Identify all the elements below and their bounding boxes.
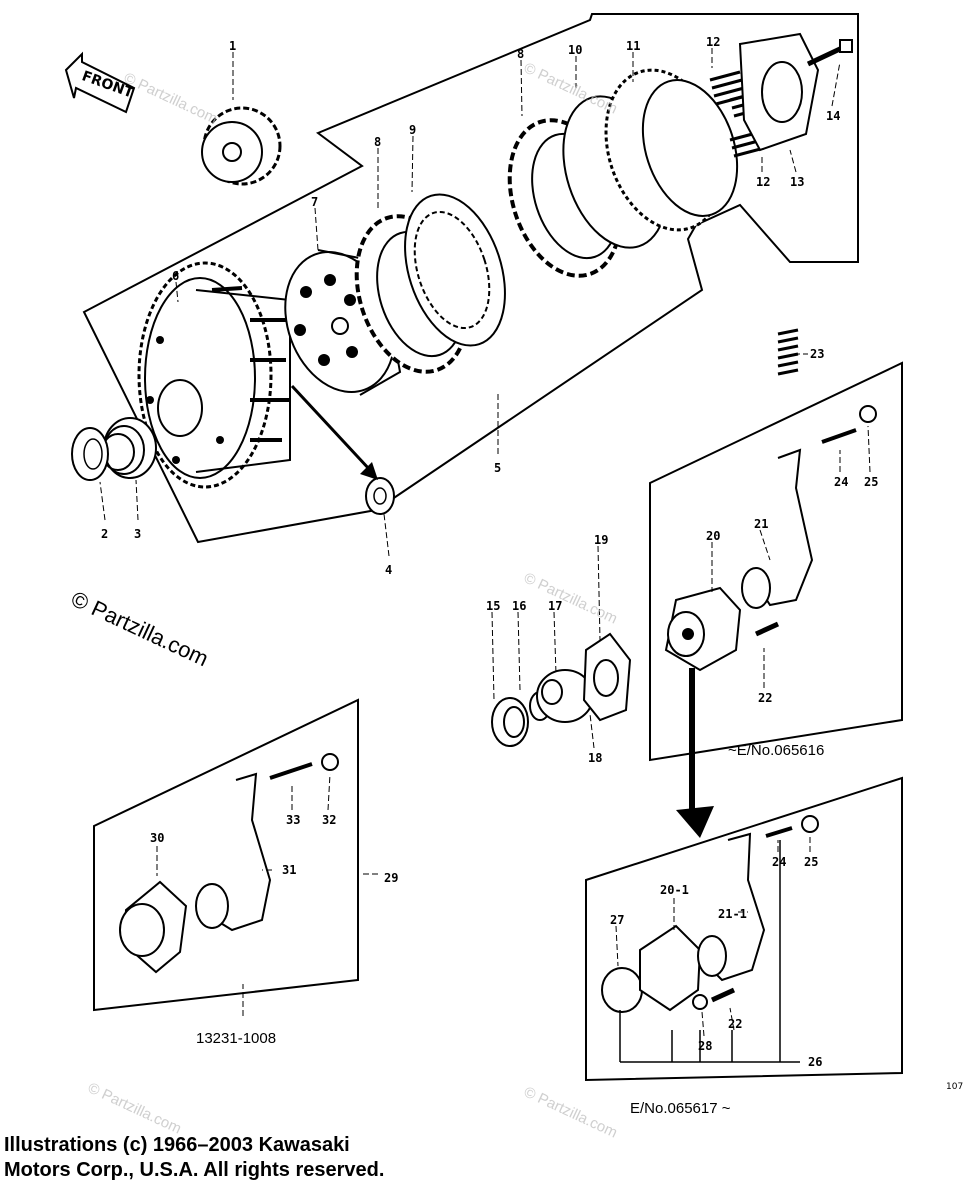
part-number: 17 <box>548 599 562 613</box>
lower-panel-outline <box>585 776 903 1082</box>
copyright-notice: Illustrations (c) 1966–2003 Kawasaki Mot… <box>4 1133 384 1183</box>
part-number: 26 <box>808 1055 822 1069</box>
part-number: 8 <box>374 135 381 149</box>
part-number: 6 <box>172 269 179 283</box>
part-number: 22 <box>758 691 772 705</box>
part-number: 24 <box>834 475 848 489</box>
spring-plate-13-icon <box>738 32 820 152</box>
release-cam-20-1-icon <box>639 924 702 1012</box>
screw-22-icon <box>754 621 780 637</box>
nut-32-icon <box>321 753 339 771</box>
bracket-26-line <box>619 840 800 1063</box>
part-number: 19 <box>594 533 608 547</box>
part-number: 3 <box>134 527 141 541</box>
part-number: 13 <box>790 175 804 189</box>
part-number: 2 <box>101 527 108 541</box>
part-number: 25 <box>864 475 878 489</box>
down-arrowhead <box>676 806 714 838</box>
nut-25-icon <box>859 405 877 423</box>
steel-plate-9-icon <box>404 193 506 347</box>
washer-2-icon <box>71 427 109 481</box>
spring-3-icon <box>101 417 157 479</box>
part-number: 20 <box>706 529 720 543</box>
part-number: 32 <box>322 813 336 827</box>
bolt-14-icon <box>806 39 853 67</box>
release-lever-31-icon <box>195 772 272 932</box>
pointer-arrow-4 <box>290 384 372 472</box>
part-number: 21-1 <box>718 907 747 921</box>
leader-lines <box>99 48 871 1037</box>
part-number: 29 <box>384 871 398 885</box>
part-number: 8 <box>517 47 524 61</box>
part-number: 16 <box>512 599 526 613</box>
pressure-plate-11-icon <box>604 68 739 232</box>
part-number: 9 <box>409 123 416 137</box>
part-number: 5 <box>494 461 501 475</box>
assembly-number-label: 13231-1008 <box>196 1030 277 1047</box>
part-number: 28 <box>698 1039 712 1053</box>
copyright-line-1: Illustrations (c) 1966–2003 Kawasaki <box>4 1134 350 1156</box>
screw-24b-icon <box>765 826 793 838</box>
release-cam-30-icon <box>119 880 188 974</box>
gear-1-icon <box>201 106 282 186</box>
oil-seal-15-icon <box>491 697 529 747</box>
part-number: 21 <box>754 517 768 531</box>
part-number: 12 <box>706 35 720 49</box>
clutch-housing-gear-icon <box>137 261 291 489</box>
part-number: 14 <box>826 109 840 123</box>
part-number: 7 <box>311 195 318 209</box>
part-number: 15 <box>486 599 500 613</box>
part-number: 1 <box>229 39 236 53</box>
screw-22b-icon <box>710 987 736 1003</box>
release-lever-21-1-icon <box>697 832 766 982</box>
part-number: 4 <box>385 563 392 577</box>
part-number: 30 <box>150 831 164 845</box>
washer-28-icon <box>692 994 708 1010</box>
gasket-19-icon <box>582 632 632 722</box>
part-number: 10 <box>568 43 582 57</box>
part-number: 31 <box>282 863 296 877</box>
release-panel-outline <box>649 361 903 762</box>
serial-range-from-label: E/No.065617 ~ <box>630 1100 731 1117</box>
release-lever-21-icon <box>741 448 814 609</box>
screw-33-icon <box>269 762 313 780</box>
part-number: 27 <box>610 913 624 927</box>
serial-range-upto-label: ~E/No.065616 <box>728 742 825 759</box>
washer-4-icon <box>365 477 395 515</box>
part-number: 23 <box>810 347 824 361</box>
pointer-arrowhead-4 <box>360 462 378 480</box>
part-number: 12 <box>756 175 770 189</box>
part-number: 20-1 <box>660 883 689 897</box>
part-number: 11 <box>626 39 640 53</box>
front-arrow-icon: FRONT <box>64 51 136 114</box>
release-cam-20-icon <box>664 586 742 672</box>
screw-24-icon <box>821 428 857 444</box>
cover-27-icon <box>601 967 643 1013</box>
part-number-labels: 1 2 3 4 5 6 7 8 8 9 10 11 12 12 13 14 15… <box>101 35 878 1069</box>
assembly-panel-outline <box>93 698 359 1012</box>
part-number: 22 <box>728 1017 742 1031</box>
corner-number: 107 <box>946 1082 964 1092</box>
part-number: 24 <box>772 855 786 869</box>
nut-25b-icon <box>801 815 819 833</box>
copyright-line-2: Motors Corp., U.S.A. All rights reserved… <box>4 1159 385 1181</box>
spring-23-icon <box>777 328 799 376</box>
part-number: 25 <box>804 855 818 869</box>
release-gear-17-icon <box>536 669 594 723</box>
part-number: 18 <box>588 751 602 765</box>
part-number: 33 <box>286 813 300 827</box>
